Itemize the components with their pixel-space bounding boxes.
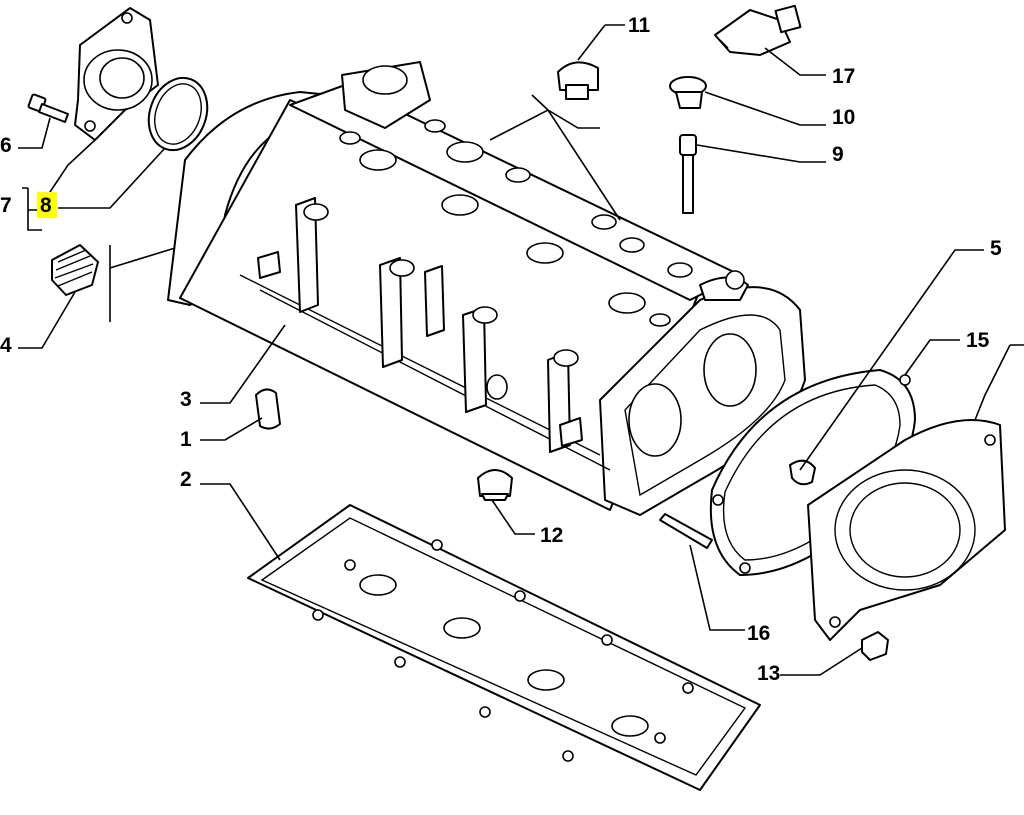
end-cover[interactable] — [807, 419, 1006, 641]
callout-13[interactable]: 11 — [628, 14, 651, 37]
sensor-part-17[interactable] — [714, 4, 802, 56]
callout-labels: 11 17 10 9 6 7 8 4 3 1 2 5 15 12 16 13 — [0, 14, 1002, 685]
callout-4[interactable]: 4 — [0, 334, 12, 357]
bush-part-4[interactable] — [51, 244, 99, 296]
bolt-part-10[interactable] — [679, 134, 697, 214]
oring-part-8[interactable] — [139, 70, 217, 159]
plug-part-11[interactable] — [669, 76, 707, 109]
nut-part-9[interactable] — [861, 631, 889, 661]
grub-screw-part-5[interactable] — [789, 459, 816, 486]
leader-lines — [18, 24, 1024, 676]
camshaft-housing-part-3[interactable] — [167, 61, 806, 516]
stud-part-16[interactable] — [659, 513, 713, 549]
callout-5[interactable]: 5 — [990, 237, 1002, 260]
callout-15[interactable]: 15 — [966, 329, 990, 352]
flange-part-7[interactable] — [74, 7, 159, 141]
callout-7[interactable]: 7 — [0, 194, 12, 217]
callout-16[interactable]: 16 — [747, 622, 770, 645]
plug-part-13[interactable] — [557, 61, 599, 100]
highlight-marker-8 — [37, 192, 57, 218]
plug-part-12[interactable] — [477, 469, 513, 501]
dowel-part-1[interactable] — [255, 388, 281, 430]
callout-9[interactable]: 13 — [757, 662, 780, 685]
callout-6[interactable]: 6 — [0, 134, 12, 157]
callout-12[interactable]: 12 — [540, 524, 563, 547]
callout-1[interactable]: 1 — [180, 428, 192, 451]
callout-11[interactable]: 10 — [832, 106, 855, 129]
callout-3[interactable]: 3 — [180, 388, 192, 411]
callout-17[interactable]: 17 — [832, 65, 855, 88]
callout-2[interactable]: 2 — [180, 468, 192, 491]
screw-part-6[interactable] — [27, 93, 69, 123]
callout-8[interactable]: 8 — [40, 194, 52, 217]
callout-10[interactable]: 9 — [832, 143, 844, 166]
gasket-part-2[interactable] — [247, 504, 761, 791]
